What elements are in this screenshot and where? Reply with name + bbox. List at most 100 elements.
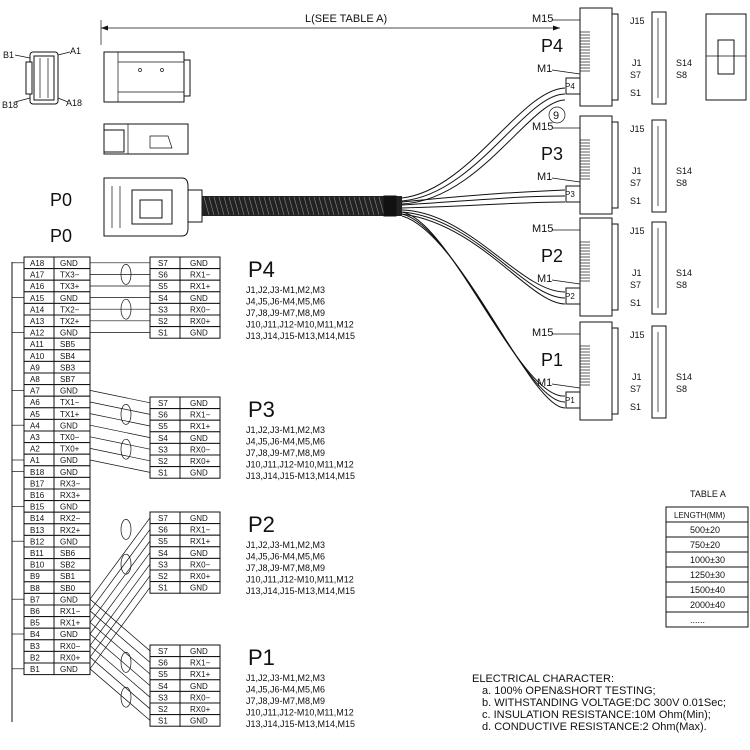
pin-wire xyxy=(89,656,151,710)
group-note: J4,J5,J6-M4,M5,M6 xyxy=(246,552,325,562)
s-pin-number: S3 xyxy=(158,445,168,454)
braid-hatch xyxy=(333,196,340,216)
pin-number: A5 xyxy=(30,410,40,419)
table-a-value: 1000±30 xyxy=(690,555,725,565)
label-s7: S7 xyxy=(630,178,641,188)
s-pin-number: S6 xyxy=(158,526,168,535)
s-pin-signal: GND xyxy=(190,469,208,478)
label-j15: J15 xyxy=(630,124,645,134)
s-pin-number: S1 xyxy=(158,584,168,593)
braid-hatch xyxy=(238,196,245,216)
s-pin-signal: RX0− xyxy=(190,560,211,569)
leader xyxy=(551,279,581,285)
pin-wire xyxy=(89,517,151,600)
braid-hatch xyxy=(373,196,380,216)
s-pin-signal: RX1+ xyxy=(190,422,211,431)
pin-wire xyxy=(89,622,151,675)
connector-name: P3 xyxy=(541,144,563,164)
sata-lip xyxy=(611,327,619,415)
s-pin-number: S1 xyxy=(158,469,168,478)
braid-hatch xyxy=(223,196,230,216)
group-note: J13,J14,J15-M13,M14,M15 xyxy=(246,586,355,596)
label-m1: M1 xyxy=(537,63,552,75)
label-m1: M1 xyxy=(537,273,552,285)
label-b1: B1 xyxy=(3,50,14,60)
pin-wire xyxy=(89,448,151,462)
braid-hatch xyxy=(288,196,295,216)
pin-number: B4 xyxy=(30,630,40,639)
braid-hatch xyxy=(348,196,355,216)
braid-hatch xyxy=(273,196,280,216)
sata-face xyxy=(651,11,667,105)
braid-hatch xyxy=(248,196,255,216)
table-a-value: 500±20 xyxy=(690,525,720,535)
pin-wire xyxy=(89,563,151,646)
pin-wire xyxy=(89,598,151,652)
leader xyxy=(551,69,581,75)
pin-number: A15 xyxy=(30,294,45,303)
s-pin-number: S3 xyxy=(158,305,168,314)
label-s7: S7 xyxy=(630,280,641,290)
pin-number: A17 xyxy=(30,271,45,280)
group-note: J10,J11,J12-M10,M11,M12 xyxy=(246,708,354,718)
electrical-item-c: c. INSULATION RESISTANCE:10M Ohm(Min); xyxy=(482,709,711,721)
braid-hatch xyxy=(308,196,315,216)
sata-body xyxy=(579,321,613,421)
pin-number: B16 xyxy=(30,491,45,500)
sata-strain xyxy=(565,391,581,409)
braid-hatch xyxy=(253,196,260,216)
twist-pair-marker xyxy=(120,438,132,460)
pin-signal: GND xyxy=(60,503,78,512)
group-note: J1,J2,J3-M1,M2,M3 xyxy=(246,425,325,435)
sata-face xyxy=(651,119,667,213)
s-pin-signal: RX1+ xyxy=(190,537,211,546)
s-signal-cell xyxy=(179,466,221,479)
s-pin-signal: RX0+ xyxy=(190,705,211,714)
pin-signal: GND xyxy=(60,294,78,303)
table-a-header: LENGTH(MM) xyxy=(674,511,725,520)
group-note: J10,J11,J12-M10,M11,M12 xyxy=(246,320,354,330)
label-a18: A18 xyxy=(66,98,82,108)
pin-row: A15 GND xyxy=(12,291,91,304)
pin-signal: SB4 xyxy=(60,352,76,361)
pin-signal: GND xyxy=(60,329,78,338)
pin-number: A12 xyxy=(30,329,45,338)
table-a-value: 2000±40 xyxy=(690,600,725,610)
pin-signal: GND xyxy=(60,665,78,674)
group-name: P2 xyxy=(248,512,275,537)
group-note: J1,J2,J3-M1,M2,M3 xyxy=(246,673,325,683)
s-pin-signal: RX0− xyxy=(190,445,211,454)
p0-connector: P0 P0 xyxy=(50,177,203,246)
pin-number: A10 xyxy=(30,352,45,361)
pin-number: B7 xyxy=(30,595,40,604)
label-s1: S1 xyxy=(630,196,641,206)
pin-number: B6 xyxy=(30,607,40,616)
pin-signal: RX2+ xyxy=(60,526,81,535)
s-pin-number: S5 xyxy=(158,282,168,291)
braid-hatch xyxy=(363,196,370,216)
label-j15: J15 xyxy=(630,330,645,340)
braid-hatch xyxy=(263,196,270,216)
label-j1: J1 xyxy=(632,166,642,176)
group-name: P1 xyxy=(248,645,275,670)
minisas-end-view: B1 A1 B18 A18 xyxy=(2,46,82,110)
twist-pair-marker xyxy=(120,519,132,540)
braid-hatch xyxy=(328,196,335,216)
